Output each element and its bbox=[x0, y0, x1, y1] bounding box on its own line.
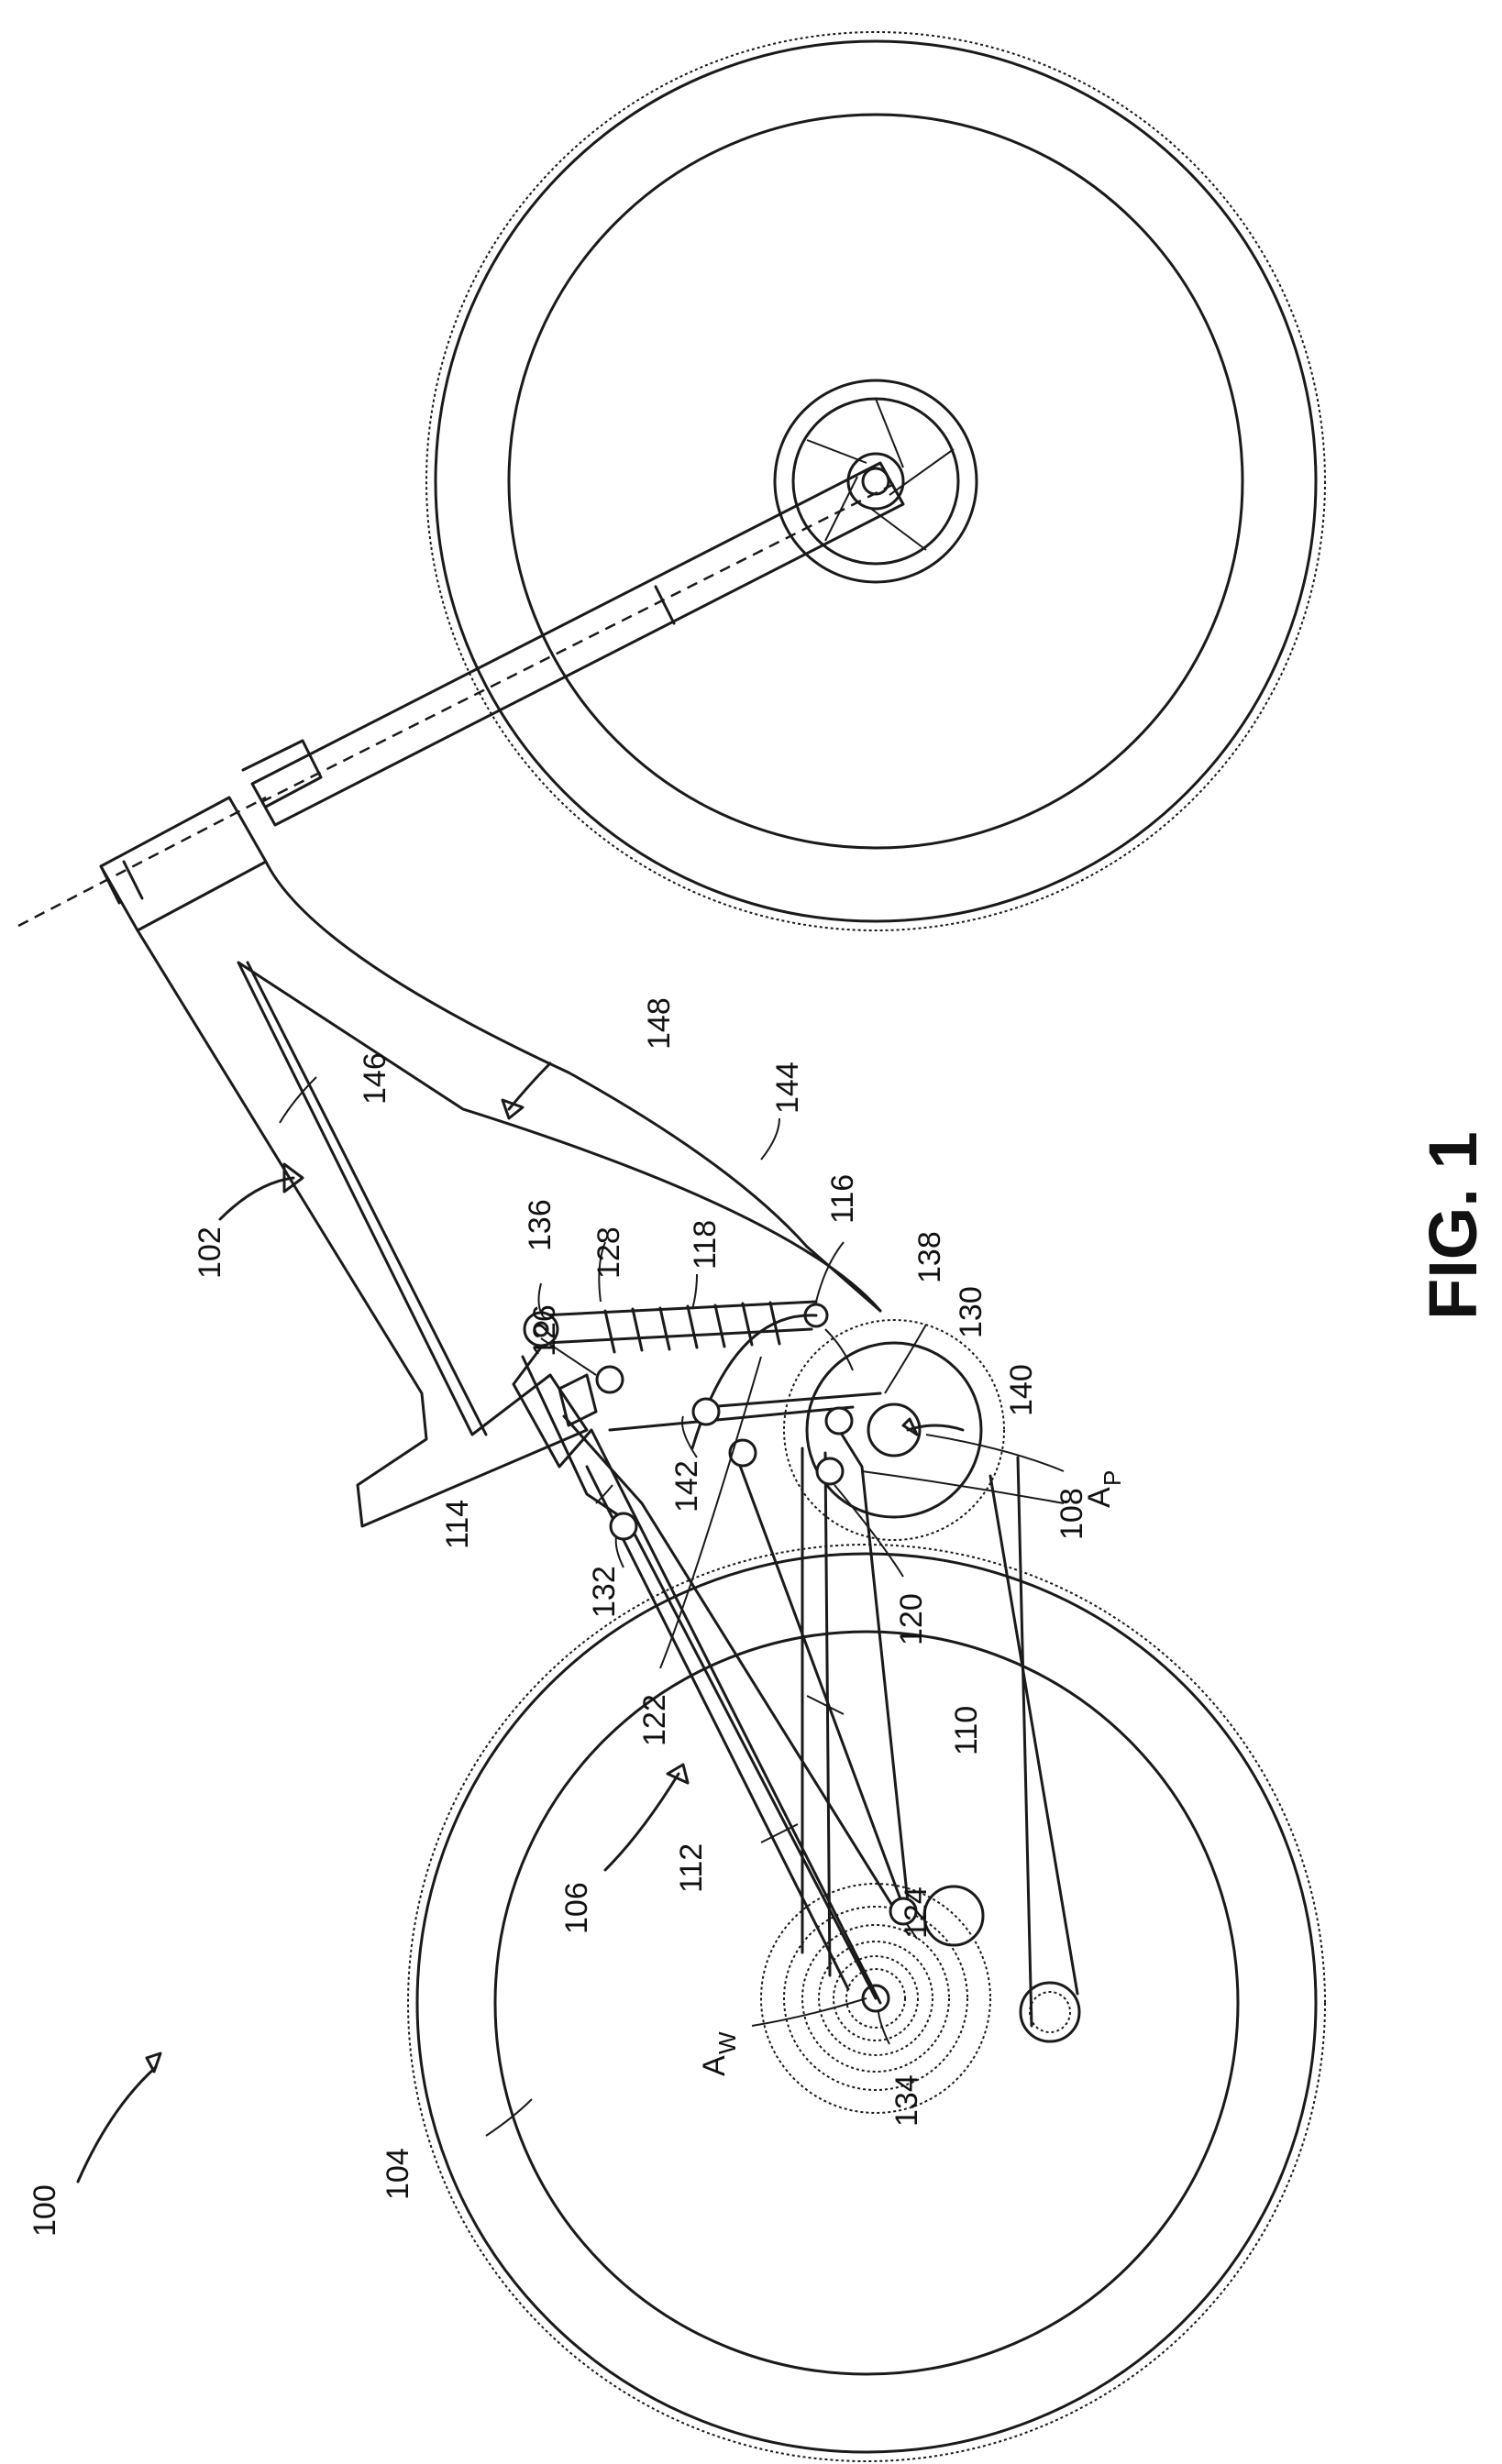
label-114: 114 bbox=[440, 1500, 475, 1549]
pivot-142-lower bbox=[730, 1440, 756, 1466]
label-104: 104 bbox=[381, 2148, 415, 2200]
label-136: 136 bbox=[523, 1199, 558, 1251]
shock-spring bbox=[525, 1302, 827, 1352]
label-110: 110 bbox=[949, 1706, 984, 1755]
axis-label-ap: A P bbox=[1082, 1470, 1126, 1508]
label-140: 140 bbox=[1004, 1364, 1039, 1416]
label-106: 106 bbox=[559, 1882, 594, 1934]
label-148: 148 bbox=[642, 997, 677, 1050]
label-144: 144 bbox=[770, 1062, 805, 1114]
label-102: 102 bbox=[193, 1226, 227, 1279]
label-126: 126 bbox=[527, 1304, 562, 1357]
pivot-126 bbox=[597, 1367, 623, 1392]
front-wheel bbox=[426, 32, 1325, 930]
figure-caption: FIG. 1 bbox=[1415, 1131, 1491, 1320]
axis-label-ap-sub: P bbox=[1099, 1470, 1126, 1486]
pivots bbox=[597, 1367, 916, 1924]
label-122: 122 bbox=[637, 1694, 672, 1746]
reference-labels: 100 102 104 106 108 110 112 114 116 118 … bbox=[28, 997, 1126, 2237]
label-124: 124 bbox=[899, 1886, 933, 1939]
pivot-142-upper bbox=[693, 1399, 719, 1424]
label-118: 118 bbox=[688, 1220, 723, 1270]
pivot-130 bbox=[826, 1408, 852, 1434]
front-chainring bbox=[784, 1320, 1004, 1540]
axis-label-ap-main: A bbox=[1082, 1487, 1117, 1508]
label-134: 134 bbox=[889, 2074, 924, 2127]
front-fork bbox=[243, 463, 903, 825]
label-146: 146 bbox=[358, 1052, 392, 1105]
label-132: 132 bbox=[587, 1566, 622, 1618]
label-116: 116 bbox=[825, 1174, 860, 1224]
label-100: 100 bbox=[28, 2184, 62, 2237]
pivot-120 bbox=[817, 1458, 843, 1484]
label-112: 112 bbox=[674, 1843, 709, 1893]
label-120: 120 bbox=[894, 1593, 929, 1645]
label-138: 138 bbox=[912, 1231, 947, 1283]
label-130: 130 bbox=[954, 1286, 988, 1338]
axis-label-aw: A W bbox=[697, 2031, 741, 2076]
head-tube bbox=[18, 798, 266, 930]
pivot-132 bbox=[611, 1513, 636, 1539]
label-128: 128 bbox=[591, 1226, 626, 1279]
axis-label-aw-main: A bbox=[697, 2055, 732, 2076]
label-142: 142 bbox=[669, 1460, 704, 1512]
axis-label-aw-sub: W bbox=[713, 2031, 741, 2054]
